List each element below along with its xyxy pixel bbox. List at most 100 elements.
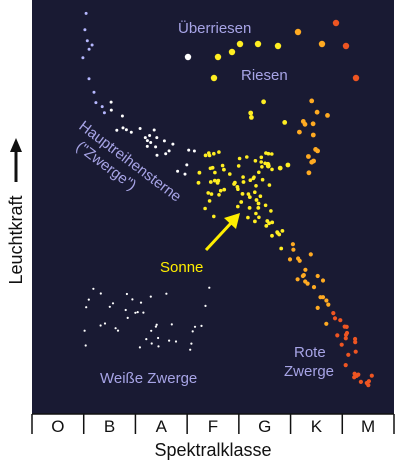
star: [165, 292, 168, 295]
star: [270, 167, 274, 172]
star: [164, 152, 168, 156]
star: [326, 302, 331, 307]
star: [125, 292, 128, 296]
star: [85, 306, 88, 309]
star: [162, 139, 166, 143]
star: [253, 159, 258, 163]
star: [313, 147, 318, 152]
star: [148, 134, 152, 137]
star: [270, 233, 274, 238]
star: [270, 152, 274, 156]
star: [315, 305, 320, 310]
star: [325, 113, 330, 118]
star: [99, 324, 102, 327]
star: [170, 323, 173, 326]
star: [344, 324, 349, 329]
star: [282, 120, 288, 125]
star: [94, 101, 98, 105]
star: [296, 256, 301, 261]
star: [204, 304, 207, 307]
star: [208, 166, 213, 171]
star: [111, 302, 115, 305]
star: [196, 180, 201, 185]
star: [241, 180, 246, 184]
star: [184, 53, 192, 61]
star: [254, 184, 258, 188]
star: [126, 316, 129, 319]
star: [339, 342, 344, 347]
star: [131, 298, 134, 301]
star: [215, 181, 220, 185]
star: [275, 231, 280, 235]
star: [145, 144, 149, 148]
star: [261, 99, 266, 105]
star: [306, 154, 311, 159]
star: [138, 127, 142, 130]
star: [200, 324, 203, 327]
star: [233, 180, 237, 185]
star: [265, 163, 271, 169]
star: [121, 126, 125, 130]
star: [247, 195, 252, 200]
spectral-class-g: G: [258, 417, 271, 436]
star: [167, 149, 171, 153]
star: [109, 108, 113, 112]
star: [290, 242, 295, 247]
star: [338, 318, 343, 323]
star: [279, 246, 284, 251]
star: [149, 141, 153, 144]
star: [92, 90, 96, 94]
star: [103, 322, 107, 325]
star: [277, 165, 283, 171]
star: [239, 200, 244, 204]
star: [270, 220, 275, 225]
star: [294, 28, 302, 36]
star: [157, 345, 160, 348]
star: [264, 151, 268, 155]
star: [228, 172, 232, 176]
star: [222, 187, 227, 192]
star: [258, 194, 263, 198]
star: [193, 325, 197, 328]
star: [240, 192, 245, 196]
star: [249, 115, 254, 120]
star: [174, 340, 178, 343]
label-white-dwarfs: Weiße Zwerge: [100, 370, 197, 387]
plot-background: [32, 0, 394, 414]
star: [318, 295, 323, 300]
star: [247, 206, 252, 210]
star: [190, 342, 193, 345]
star: [245, 155, 249, 159]
star: [280, 229, 285, 233]
star: [324, 321, 329, 326]
star: [87, 77, 91, 81]
star: [260, 177, 265, 182]
star: [311, 285, 317, 290]
star: [344, 330, 350, 336]
label-red-dwarfs-line2: Zwerge: [284, 363, 334, 380]
label-giants: Riesen: [241, 67, 288, 84]
star: [120, 114, 124, 118]
star: [301, 273, 306, 278]
star: [236, 204, 240, 209]
star: [155, 153, 159, 157]
star: [134, 311, 137, 314]
star: [253, 190, 257, 194]
star: [208, 180, 213, 184]
star: [343, 336, 348, 341]
star: [157, 336, 160, 340]
star: [206, 191, 210, 195]
star: [324, 298, 329, 303]
star: [358, 379, 363, 384]
star: [154, 325, 157, 328]
star: [154, 145, 158, 149]
star: [343, 363, 348, 368]
star: [256, 201, 261, 206]
star: [207, 153, 212, 158]
star: [220, 163, 225, 168]
star: [81, 56, 85, 60]
star: [100, 105, 104, 109]
star: [335, 333, 340, 338]
star: [260, 165, 264, 169]
